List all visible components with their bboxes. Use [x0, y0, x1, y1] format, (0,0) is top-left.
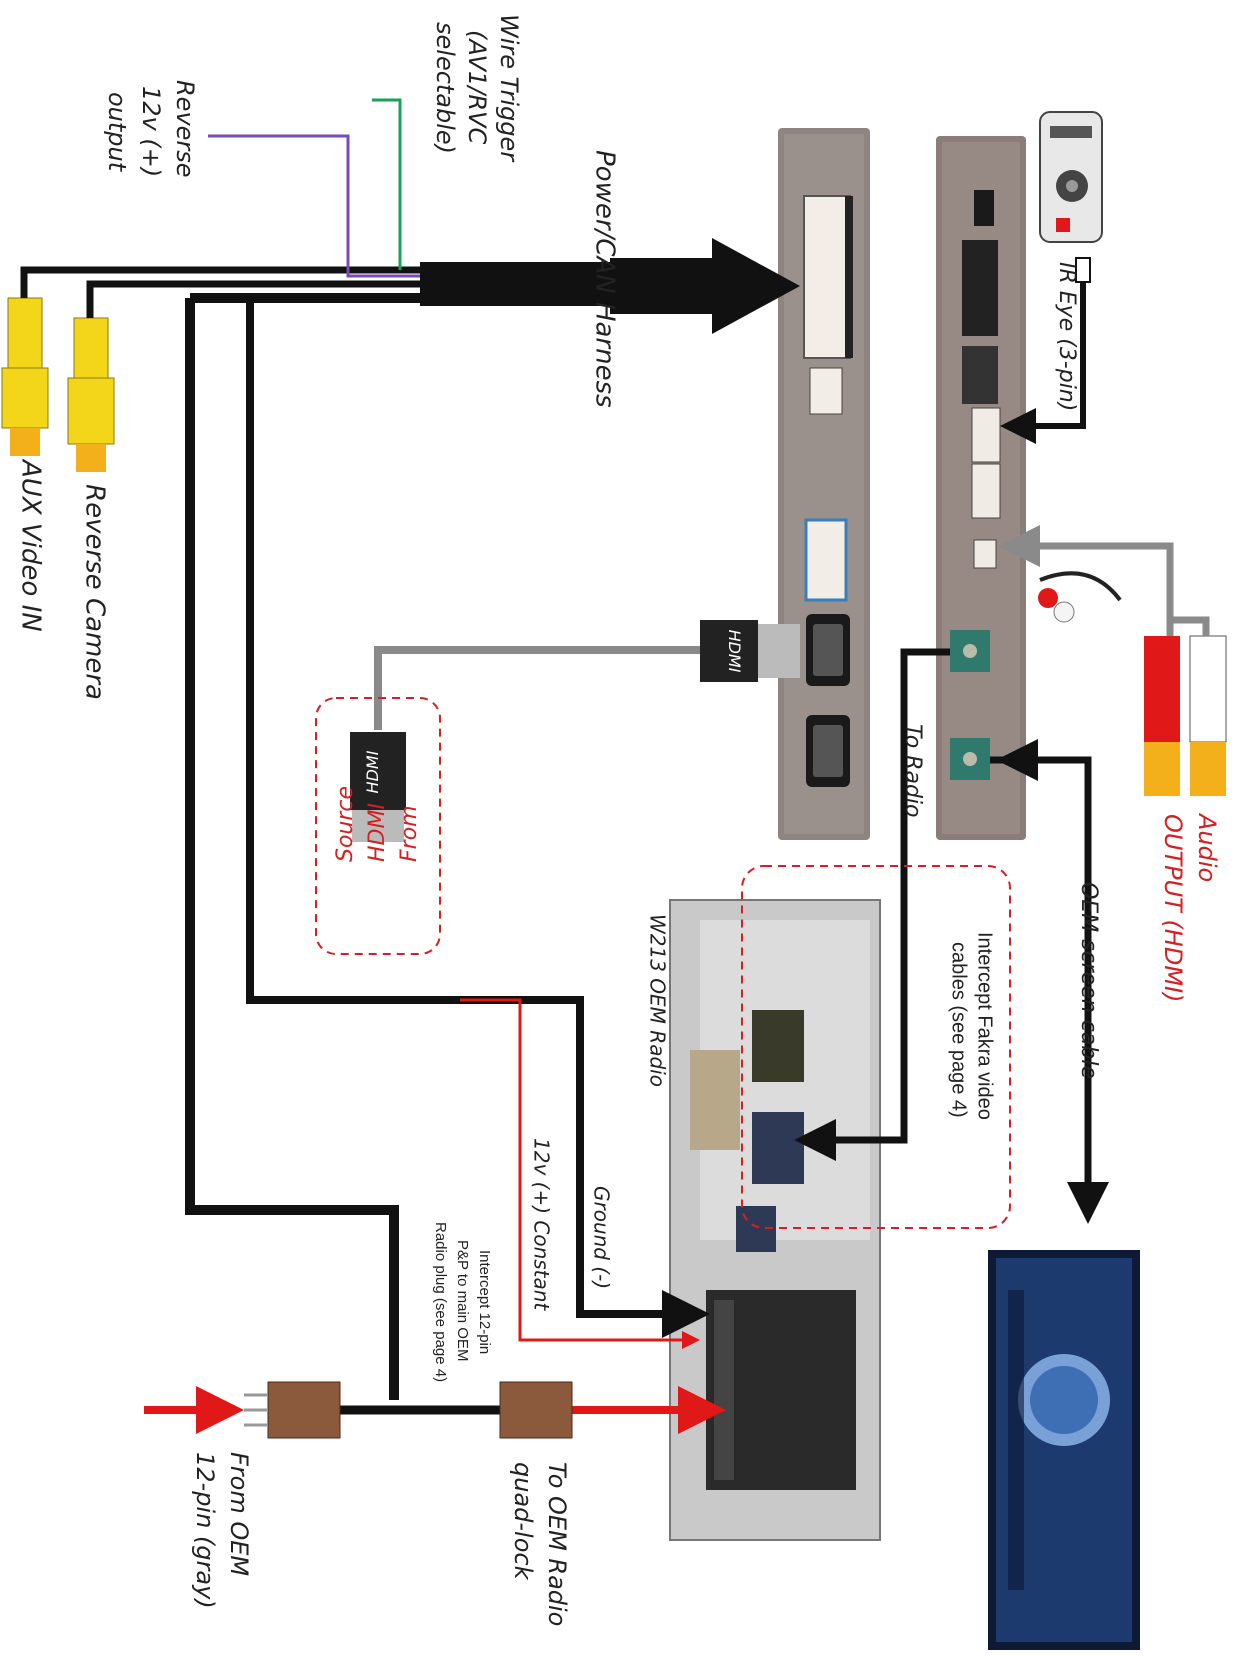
- oem-12pin-connector: [244, 1381, 341, 1439]
- audio-rca-plugs: [1038, 571, 1227, 796]
- fakra-dashed-box: [741, 865, 1011, 1229]
- hdmi-source-dashed-box: [315, 697, 441, 955]
- oem-screen: [988, 1250, 1140, 1650]
- wire-trigger-label-1: Wire Trigger: [495, 14, 523, 163]
- remote-control-icon: [1039, 111, 1103, 243]
- audio-output-label-1: Audio: [1193, 812, 1221, 882]
- interface-box-video: [936, 136, 1026, 840]
- wire-trigger-label-2: (AV1/RVC: [463, 30, 491, 144]
- audio-output-label-2: OUTPUT (HDMI): [1159, 814, 1187, 1002]
- ground-label: Ground (-): [590, 1186, 614, 1289]
- hdmi-plug-box: HDMI: [700, 620, 800, 682]
- quadlock-label-1: To OEM Radio: [543, 1462, 571, 1626]
- aux-video-label: AUX Video IN: [16, 458, 46, 632]
- constant-12v-label: 12v (+) Constant: [530, 1138, 554, 1311]
- hdmi-tag-label: HDMI: [725, 630, 744, 673]
- intercept-fakra-label-1: Intercept Fakra video: [974, 932, 996, 1120]
- hdmi-plug-source: HDMI: [350, 732, 406, 842]
- reverse-camera-rca-plug: [67, 317, 115, 472]
- intercept-12pin-label-3: Radio plug (see page 4): [432, 1222, 449, 1382]
- intercept-fakra-label-2: cables (see page 4): [948, 942, 970, 1118]
- reverse-output-label-1: Reverse: [171, 80, 199, 178]
- hdmi-source-label-3: Source: [333, 786, 358, 862]
- wire-trigger-label-3: selectable): [431, 22, 459, 154]
- from-oem-12pin-label-1: From OEM: [225, 1452, 253, 1576]
- to-radio-label: To Radio: [900, 724, 925, 817]
- aux-video-rca-plug: [1, 297, 49, 456]
- interface-box-main: [778, 128, 870, 840]
- from-oem-12pin-label-2: 12-pin (gray): [191, 1452, 219, 1609]
- hdmi-source-label-1: From: [397, 805, 422, 862]
- reverse-output-label-3: output: [103, 92, 131, 173]
- power-can-arrow: [610, 238, 800, 334]
- oem-screen-cable-label: OEM screen cable: [1076, 882, 1101, 1079]
- quadlock-12pin-connector: [499, 1381, 573, 1439]
- hdmi-source-label-2: HDMI: [365, 803, 390, 862]
- wires: [20, 98, 1210, 1434]
- intercept-12pin-label-2: P&P to main OEM: [454, 1240, 471, 1361]
- hdmi-tag-label-source: HDMI: [363, 750, 382, 793]
- quadlock-label-2: quad-lock: [509, 1462, 537, 1581]
- power-can-label: Power/CAN Harness: [590, 150, 620, 408]
- ir-eye-label: IR Eye (3-pin): [1054, 262, 1079, 411]
- reverse-output-label-2: 12v (+): [137, 86, 165, 177]
- w213-radio-label: W213 OEM Radio: [646, 914, 670, 1087]
- intercept-12pin-label-1: Intercept 12-pin: [476, 1250, 493, 1354]
- reverse-camera-label: Reverse Camera: [80, 484, 110, 700]
- w213-oem-radio: [669, 899, 881, 1541]
